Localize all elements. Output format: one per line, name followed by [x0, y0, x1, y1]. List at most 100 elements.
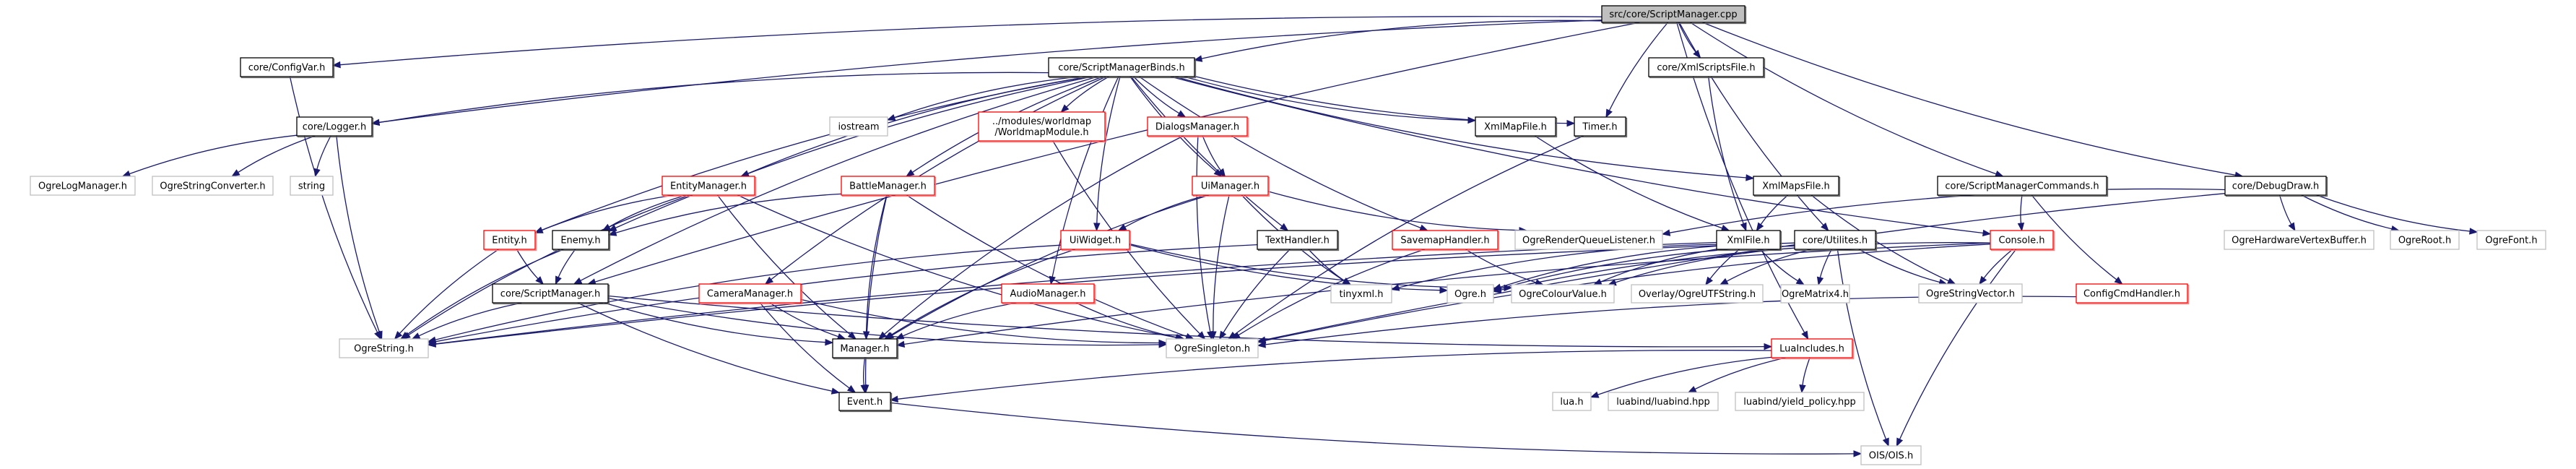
node-box — [240, 57, 334, 77]
node-box — [832, 338, 898, 358]
edge-line — [435, 242, 1795, 345]
arrowhead-icon — [1176, 110, 1187, 118]
arrowhead-icon — [1687, 386, 1697, 393]
node-xmlscriptsfile[interactable]: core/XmlScriptsFile.h — [1648, 57, 1766, 79]
node-console[interactable]: Console.h — [1990, 230, 2055, 251]
arrowhead-icon — [895, 332, 905, 340]
edge-line — [378, 72, 1049, 124]
edge-luaincludes-to-lua — [1590, 356, 1772, 398]
node-smcommands[interactable]: core/ScriptManagerCommands.h — [1937, 176, 2109, 197]
edge-utilites-to-ogrestringvector — [1858, 249, 1948, 285]
node-manager[interactable]: Manager.h — [832, 338, 899, 360]
edge-binds-to-dialogsmanager — [1133, 76, 1187, 118]
arrowhead-icon — [1821, 223, 1829, 231]
edge-luaincludes-to-event — [889, 350, 1772, 403]
node-cameramanager[interactable]: CameraManager.h — [698, 283, 803, 305]
arrowhead-icon — [1982, 229, 1992, 237]
arrowhead-icon — [1756, 222, 1764, 232]
node-box — [698, 283, 802, 304]
node-entitymanager[interactable]: EntityManager.h — [662, 176, 757, 197]
arrowhead-icon — [376, 330, 383, 340]
edge-scriptmanagerh-to-event — [577, 302, 841, 395]
node-savemaphandler[interactable]: SavemapHandler.h — [1392, 230, 1500, 251]
edge-line — [890, 402, 1855, 455]
node-box — [1147, 116, 1248, 137]
node-ogresingleton: OgreSingleton.h — [1166, 338, 1259, 358]
edge-debugdraw-to-ogreroot — [2301, 194, 2401, 233]
edge-line — [607, 297, 1160, 346]
node-uiwidget[interactable]: UiWidget.h — [1060, 230, 1132, 251]
edge-xmlfile-to-ogreh — [1492, 245, 1717, 291]
node-box — [1511, 284, 1615, 304]
node-box — [290, 176, 334, 196]
node-label: Ogre.h — [1454, 289, 1486, 300]
edge-enemy-to-ogrestring — [400, 249, 564, 340]
edge-audiomanager-to-manager — [895, 302, 1017, 340]
edge-line — [1760, 194, 1789, 225]
node-label: DialogsManager.h — [1155, 122, 1239, 133]
node-utilites[interactable]: core/Utilites.h — [1794, 230, 1878, 251]
edge-logger-to-ogrestringconverter — [231, 135, 316, 177]
node-luaincludes[interactable]: LuaIncludes.h — [1771, 338, 1855, 360]
node-uimanager[interactable]: UiManager.h — [1192, 176, 1270, 197]
arrowhead-icon — [1745, 174, 1755, 181]
edge-binds-to-logger — [370, 72, 1049, 126]
arrowhead-icon — [370, 119, 381, 126]
node-label: Manager.h — [840, 344, 889, 355]
node-timer[interactable]: Timer.h — [1574, 116, 1628, 138]
node-configcmdhandler[interactable]: ConfigCmdHandler.h — [2076, 283, 2190, 305]
node-enemy[interactable]: Enemy.h — [552, 230, 611, 251]
node-label: Timer.h — [1582, 122, 1617, 133]
node-box — [829, 116, 888, 137]
edge-console-to-ogrestringvector — [1979, 249, 2013, 285]
node-box — [152, 176, 274, 196]
node-debugdraw[interactable]: core/DebugDraw.h — [2224, 176, 2328, 197]
node-xmlmapsfile[interactable]: XmlMapsFile.h — [1753, 176, 1841, 197]
node-label: core/XmlScriptsFile.h — [1657, 63, 1755, 74]
node-audiomanager[interactable]: AudioManager.h — [1001, 283, 1096, 305]
node-label: core/ScriptManagerBinds.h — [1058, 63, 1184, 74]
node-label: CameraManager.h — [707, 289, 793, 300]
edge-line — [864, 194, 888, 386]
arrowhead-icon — [1764, 343, 1773, 350]
node-box — [492, 283, 609, 304]
edge-line — [1678, 22, 1824, 226]
node-label: OgreSingleton.h — [1174, 344, 1250, 355]
edge-line — [339, 16, 1603, 66]
edge-line — [1615, 247, 1795, 283]
edge-dialogsmanager-to-manager — [877, 135, 1184, 340]
edge-binds-to-cameramanager — [764, 76, 1106, 285]
node-box — [1648, 57, 1764, 77]
node-label: SavemapHandler.h — [1400, 236, 1489, 246]
node-label: OgreStringVector.h — [1926, 289, 2015, 300]
node-event[interactable]: Event.h — [838, 392, 893, 413]
node-root[interactable]: src/core/ScriptManager.cpp — [1601, 5, 1747, 25]
node-dialogsmanager[interactable]: DialogsManager.h — [1147, 116, 1249, 138]
arrowhead-icon — [573, 277, 583, 285]
edge-root-to-binds — [1193, 20, 1603, 62]
edge-line — [435, 241, 1717, 345]
node-configvar[interactable]: core/ConfigVar.h — [240, 57, 335, 79]
arrowhead-icon — [411, 332, 421, 340]
node-binds[interactable]: core/ScriptManagerBinds.h — [1048, 57, 1197, 79]
node-label: ConfigCmdHandler.h — [2083, 289, 2180, 300]
arrowhead-icon — [231, 169, 240, 177]
node-label: ../modules/worldmap — [992, 116, 1091, 127]
node-battlemanager[interactable]: BattleManager.h — [841, 176, 937, 197]
node-label: core/DebugDraw.h — [2232, 181, 2319, 192]
node-texthandler[interactable]: TextHandler.h — [1257, 230, 1340, 251]
node-scriptmanagerh[interactable]: core/ScriptManager.h — [492, 283, 610, 305]
edge-line — [2031, 194, 2117, 280]
node-label: Enemy.h — [560, 236, 600, 246]
arrowhead-icon — [1419, 224, 1428, 231]
node-worldmap[interactable]: ../modules/worldmap/WorldmapModule.h — [978, 111, 1107, 143]
node-entity[interactable]: Entity.h — [483, 230, 537, 251]
edge-line — [1702, 22, 2236, 176]
node-box — [838, 392, 891, 411]
node-logger[interactable]: core/Logger.h — [296, 116, 374, 138]
node-label: OgreString.h — [354, 344, 414, 355]
node-label: luabind/yield_policy.hpp — [1743, 397, 1856, 408]
arrowhead-icon — [846, 384, 857, 393]
node-xmlmapfile[interactable]: XmlMapFile.h — [1475, 116, 1558, 138]
node-xmlfile[interactable]: XmlFile.h — [1716, 230, 1782, 251]
